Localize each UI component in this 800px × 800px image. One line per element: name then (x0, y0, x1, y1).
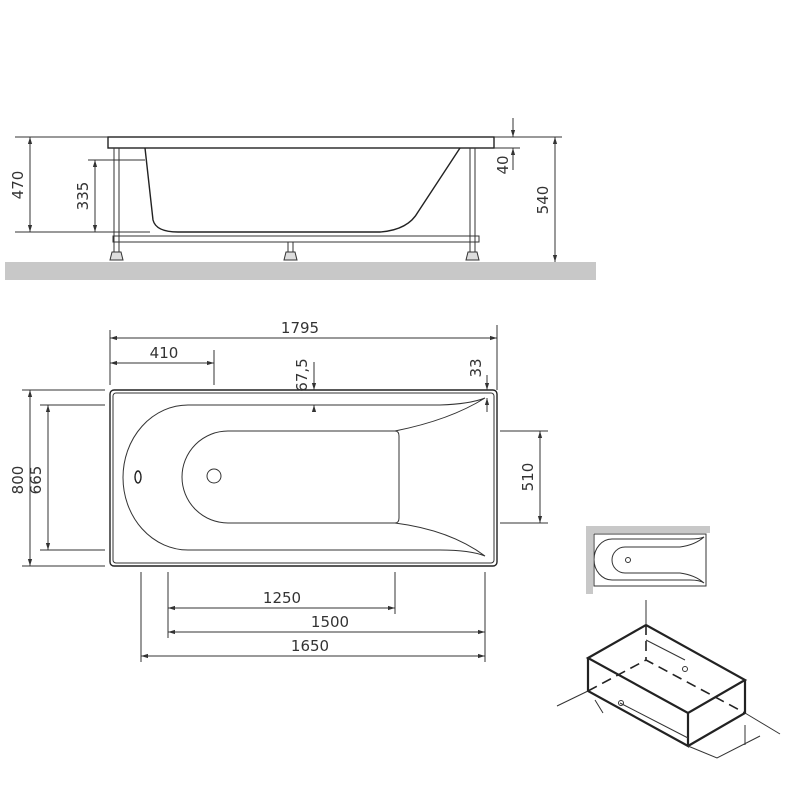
dim-33: 33 (467, 358, 485, 377)
dim-40: 40 (494, 155, 512, 174)
side-view: 470 335 40 540 (5, 118, 596, 280)
installation-thumbnail (586, 526, 710, 594)
dim-1650: 1650 (291, 637, 329, 655)
isometric-box (556, 600, 781, 759)
dim-410: 410 (150, 344, 179, 362)
dim-800: 800 (9, 466, 27, 495)
floor (5, 262, 596, 280)
dim-335: 335 (74, 182, 92, 211)
frame-bar (112, 235, 480, 243)
tub-rim (107, 136, 495, 149)
dim-540: 540 (534, 186, 552, 215)
drain (206, 468, 222, 484)
dim-1250: 1250 (263, 589, 301, 607)
overflow (134, 470, 142, 484)
dim-470: 470 (9, 171, 27, 200)
dim-665: 665 (27, 466, 45, 495)
dim-1795: 1795 (281, 319, 319, 337)
dim-67-5: 67,5 (293, 358, 311, 391)
tub-basin (144, 147, 461, 233)
legs (109, 148, 480, 261)
top-view: 1795 410 67,5 33 800 665 510 1250 1500 1… (9, 319, 548, 662)
dim-510: 510 (519, 463, 537, 492)
dim-1500: 1500 (311, 613, 349, 631)
tub-outline (109, 389, 498, 567)
tub-basin-outline (122, 397, 486, 557)
